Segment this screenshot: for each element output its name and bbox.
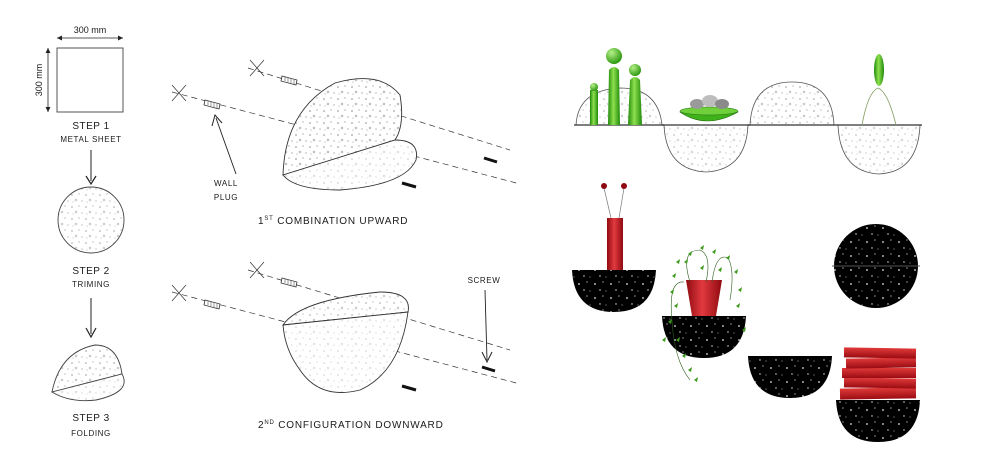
drill-mark-upper-2 <box>249 261 265 279</box>
wall-plug-callout: Wall Plug <box>211 113 238 202</box>
example-black-empty-bowl-shelf <box>748 356 832 398</box>
example-black-books-shelf <box>836 347 920 442</box>
caption-downward: 2ND CONFIGURATION DOWNWARD <box>258 420 444 431</box>
metal-sheet-square <box>56 47 124 113</box>
drill-mark-upper <box>249 59 265 77</box>
screw-downward-right <box>481 365 496 373</box>
example-white-bowl-shelf <box>662 95 750 173</box>
width-label: 300 mm <box>74 25 107 35</box>
example-white-empty-shelf <box>748 81 836 126</box>
screw-label: Screw <box>468 276 501 285</box>
step-3-title: STEP 3 <box>72 413 109 424</box>
wall-plug-label-line2: Plug <box>214 193 238 202</box>
example-black-vase-shelf <box>572 183 656 312</box>
drill-mark-lower-2 <box>171 284 187 302</box>
step-3-subtitle: Folding <box>71 429 111 438</box>
arrow-step-2-to-3 <box>85 298 97 339</box>
step-2-trimmed-disc: STEP 2 Triming <box>57 186 125 289</box>
screw-upward-right <box>483 156 498 164</box>
step-2-subtitle: Triming <box>72 280 110 289</box>
book-stack <box>839 347 917 400</box>
wall-plug-lower <box>203 99 221 110</box>
screw-upward-bottom <box>401 181 417 189</box>
arrow-step-1-to-2 <box>85 150 97 186</box>
example-black-full-disc-shelf <box>832 224 920 308</box>
downward-assembly <box>171 261 521 393</box>
example-white-plant-shelf <box>836 54 922 175</box>
wall-plug-label-line1: Wall <box>214 179 238 188</box>
wall-plug-upper-2 <box>280 277 298 288</box>
step-3-folded-shelf: STEP 3 Folding <box>50 344 125 438</box>
example-black-hanging-plant-shelf <box>662 245 746 382</box>
wall-plug-lower-2 <box>203 299 221 310</box>
example-white-shelf-vases <box>574 48 664 126</box>
step-1-metal-sheet: 300 mm 300 mm STEP 1 Metal Sheet <box>34 25 124 144</box>
drill-mark-lower <box>171 84 187 102</box>
foliage-leaves <box>662 245 746 382</box>
upward-assembly <box>171 59 521 191</box>
wall-plug-upper <box>280 75 298 86</box>
screw-callout: Screw <box>468 276 501 364</box>
height-label: 300 mm <box>34 64 44 97</box>
step-2-title: STEP 2 <box>72 266 109 277</box>
step-1-title: STEP 1 <box>72 121 109 132</box>
caption-upward: 1ST COMBINATION UPWARD <box>258 216 408 227</box>
step-1-subtitle: Metal Sheet <box>60 135 121 144</box>
screw-downward-bottom <box>401 384 417 392</box>
